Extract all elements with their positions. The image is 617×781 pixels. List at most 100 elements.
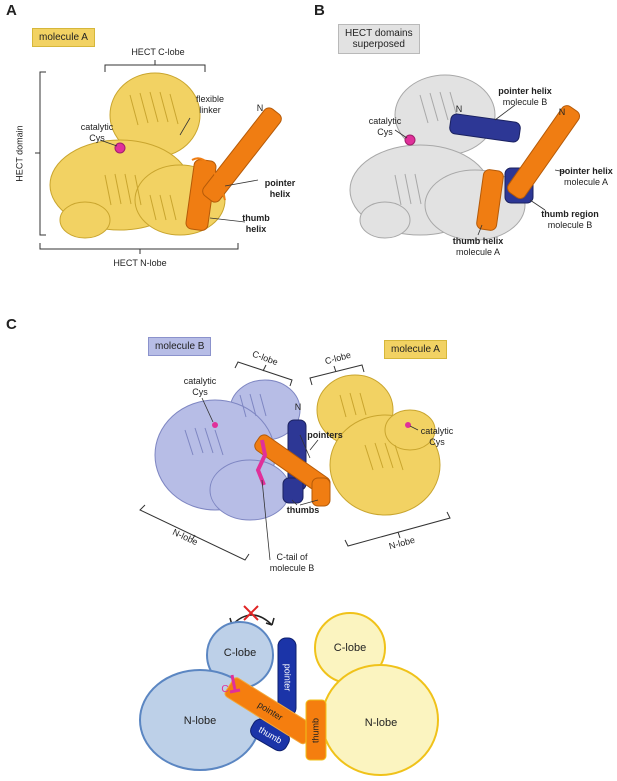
c-ctail-label: C-tail of molecule B <box>262 552 322 574</box>
superposed-tag: HECT domains superposed <box>338 24 420 54</box>
a-pointer-line1: pointer <box>264 178 296 188</box>
a-pointer-helix <box>202 107 282 203</box>
b-n-term-b-label: N <box>455 104 463 114</box>
schematic-n-lobe-a-label: N-lobe <box>364 717 398 729</box>
c-n-lobe-a-bracket <box>344 511 451 547</box>
b-pointer-a-line1: pointer helix <box>559 166 613 176</box>
a-catalytic-label: catalytic Cys <box>72 122 122 144</box>
b-thumb-region-line2: molecule B <box>547 220 593 230</box>
b-thumb-helix-leader <box>477 224 483 236</box>
c-cys-a-leader <box>409 425 419 431</box>
c-catalytic-a-line2: Cys <box>429 437 445 447</box>
b-helix-stripes <box>394 91 459 206</box>
molecule-a-tag: molecule A <box>32 28 95 47</box>
a-domain-bracket <box>35 71 46 236</box>
c-ctail-line2: molecule B <box>269 563 315 573</box>
a-helix-stripes <box>104 91 179 221</box>
molecule-b-tag: molecule B <box>148 337 212 356</box>
c-ctail-leader <box>261 479 271 561</box>
schematic-c-lobe-b-label: C-lobe <box>223 647 257 659</box>
a-pointer-leader <box>224 179 259 187</box>
c-thumbs-label: thumbs <box>286 505 320 515</box>
b-thumb-region-leader <box>529 199 546 211</box>
b-pointer-b-line2: molecule B <box>502 97 548 107</box>
b-thumb-helix-line2: molecule A <box>455 247 501 257</box>
a-domain-label: HECT domain <box>14 125 25 182</box>
b-cys-leader <box>394 129 408 139</box>
c-cys-b-leader <box>201 397 214 423</box>
a-linker <box>191 157 226 201</box>
a-thumb-leader <box>209 217 246 223</box>
schematic-pointer-b-label: pointer <box>282 663 293 692</box>
b-pointer-a-label: pointer helix molecule A <box>555 166 617 188</box>
c-catalytic-a-line1: catalytic <box>420 426 454 436</box>
c-catalytic-a-label: catalytic Cys <box>412 426 462 448</box>
c-pointers-leader <box>299 434 319 459</box>
a-linker-line2: linker <box>199 105 221 115</box>
a-n-lobe-bracket <box>39 243 239 254</box>
schematic-n-lobe-b-label: N-lobe <box>183 715 217 727</box>
a-catalytic-cys-marker <box>114 142 126 154</box>
c-thumbs-leader <box>291 499 319 506</box>
c-pointers-label: pointers <box>307 430 343 440</box>
c-catalytic-cys-a-marker <box>405 422 411 428</box>
c-catalytic-cys-b-marker <box>212 422 218 428</box>
b-catalytic-line1: catalytic <box>368 116 402 126</box>
c-ctail-molecule-b <box>255 439 268 486</box>
c-thumb-molecule-a <box>311 477 331 507</box>
c-molecule-b-structure <box>154 379 301 521</box>
b-pointer-b-label: pointer helix molecule B <box>490 86 560 108</box>
schematic-thumb-a <box>305 699 327 761</box>
c-molecule-b-stripes <box>184 393 267 456</box>
schematic-c-term-label: C <box>221 684 229 695</box>
a-c-lobe-label: HECT C-lobe <box>131 47 185 57</box>
a-c-lobe-bracket <box>104 60 206 72</box>
b-pointer-b-leader <box>494 104 516 121</box>
a-catalytic-line1: catalytic <box>80 122 114 132</box>
c-catalytic-b-line2: Cys <box>192 387 208 397</box>
panel-a-letter: A <box>6 2 17 19</box>
c-thumb-molecule-b <box>282 477 304 504</box>
c-c-lobe-a-bracket <box>309 364 365 386</box>
a-n-lobe-label: HECT N-lobe <box>113 258 167 268</box>
b-thumb-helix-line1: thumb helix <box>452 236 504 246</box>
b-thumb-helix-molecule-a <box>476 169 504 231</box>
a-n-term-label: N <box>256 103 264 113</box>
a-thumb-label: thumb helix <box>236 213 276 235</box>
c-catalytic-b-line1: catalytic <box>183 376 217 386</box>
a-linker-leader <box>179 117 191 136</box>
a-linker-label: flexible linker <box>185 94 235 116</box>
rotation-arrowhead-right <box>265 617 275 626</box>
c-molecule-a-structure <box>316 374 441 516</box>
b-catalytic-cys-marker <box>404 134 416 146</box>
c-n-lobe-b-bracket <box>139 504 250 561</box>
b-catalytic-label: catalytic Cys <box>360 116 410 138</box>
b-n-term-a-label: N <box>558 107 566 117</box>
b-pointer-helix-molecule-b <box>449 113 521 143</box>
a-catalytic-line2: Cys <box>89 133 105 143</box>
b-thumb-region-label: thumb region molecule B <box>535 209 605 231</box>
c-c-lobe-b-bracket <box>234 361 293 387</box>
b-pointer-helix-molecule-a <box>507 105 581 199</box>
schematic-c-tail <box>229 674 241 694</box>
a-thumb-line1: thumb <box>242 213 270 223</box>
c-ctail-line1: C-tail of <box>276 552 308 562</box>
superposed-tag-line1: HECT domains <box>345 28 413 39</box>
panel-c-letter: C <box>6 316 17 333</box>
schematic-thumb-a-label: thumb <box>310 718 321 744</box>
c-catalytic-b-label: catalytic Cys <box>175 376 225 398</box>
a-thumb-line2: helix <box>245 224 267 234</box>
a-linker-line1: flexible <box>195 94 224 104</box>
b-pointer-b-line1: pointer helix <box>498 86 552 96</box>
b-thumb-region-line1: thumb region <box>541 209 599 219</box>
blocked-cross <box>243 605 259 621</box>
a-pointer-line2: helix <box>269 189 291 199</box>
b-pointer-a-leader <box>554 169 566 173</box>
b-thumb-helix-label: thumb helix molecule A <box>443 236 513 258</box>
c-molecule-a-stripes <box>339 392 404 471</box>
molecule-a-tag-c: molecule A <box>384 340 447 359</box>
b-pointer-a-line2: molecule A <box>563 177 609 187</box>
b-catalytic-line2: Cys <box>377 127 393 137</box>
superposed-tag-line2: superposed <box>352 39 405 50</box>
